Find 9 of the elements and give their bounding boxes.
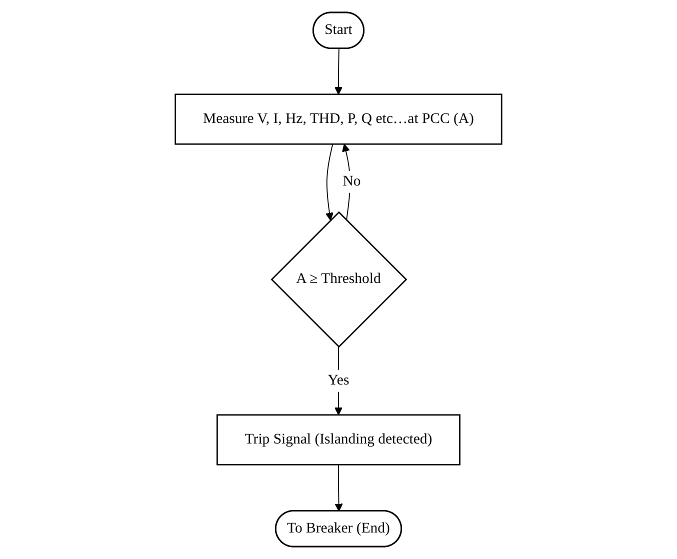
arrow: [342, 144, 351, 221]
node-box: Trip Signal (Islanding detected): [216, 414, 460, 466]
arrow: [325, 144, 334, 221]
node-diamond: A ≥ Threshold: [270, 211, 408, 348]
node-box: Measure V, I, Hz, THD, P, Q etc…at PCC (A): [174, 94, 502, 145]
arrow: [334, 464, 343, 512]
edge-label: No: [342, 174, 361, 190]
arrow: [334, 48, 343, 95]
edge-label: Yes: [328, 372, 350, 388]
